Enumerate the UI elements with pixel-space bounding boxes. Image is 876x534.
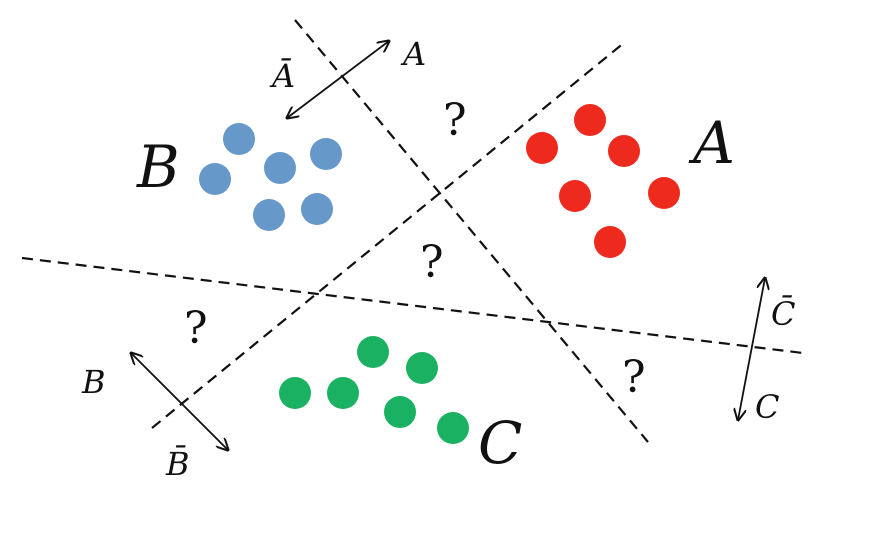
ambiguous-region-mark: ? (420, 237, 444, 288)
boundary-c (21, 256, 804, 355)
point-c (406, 352, 438, 384)
class-label-c: C (478, 409, 522, 477)
point-c (357, 336, 389, 368)
arrow-c-pos-label: C (755, 388, 779, 426)
point-c (437, 412, 469, 444)
arrow-a-pos-label: A (400, 35, 426, 73)
point-a (559, 180, 591, 212)
class-c-points (279, 336, 469, 444)
point-a (574, 104, 606, 136)
point-a (594, 226, 626, 258)
point-b (223, 123, 255, 155)
arrow-b (131, 353, 228, 450)
arrow-c-neg-label: C̄ (771, 295, 795, 333)
class-b-points (199, 123, 342, 231)
class-a-points (526, 104, 680, 258)
ambiguous-region-mark: ? (184, 303, 208, 354)
point-b (264, 152, 296, 184)
arrow-b-pos-label: B (81, 363, 106, 401)
arrow-b-neg-label: B̄ (165, 445, 190, 483)
point-b (253, 199, 285, 231)
point-b (310, 138, 342, 170)
ambiguous-region-mark: ? (443, 95, 467, 146)
point-c (384, 396, 416, 428)
arrow-a (287, 41, 389, 118)
point-b (199, 163, 231, 195)
point-a (526, 132, 558, 164)
arrow-a-neg-label: Ā (269, 57, 295, 95)
arrow-c (738, 278, 765, 420)
point-b (301, 193, 333, 225)
boundary-b (151, 41, 626, 429)
point-c (327, 377, 359, 409)
class-label-b: B (136, 133, 180, 201)
ambiguous-region-mark: ? (622, 352, 646, 403)
point-c (279, 377, 311, 409)
point-a (648, 177, 680, 209)
class-label-a: A (688, 109, 735, 177)
point-a (608, 135, 640, 167)
